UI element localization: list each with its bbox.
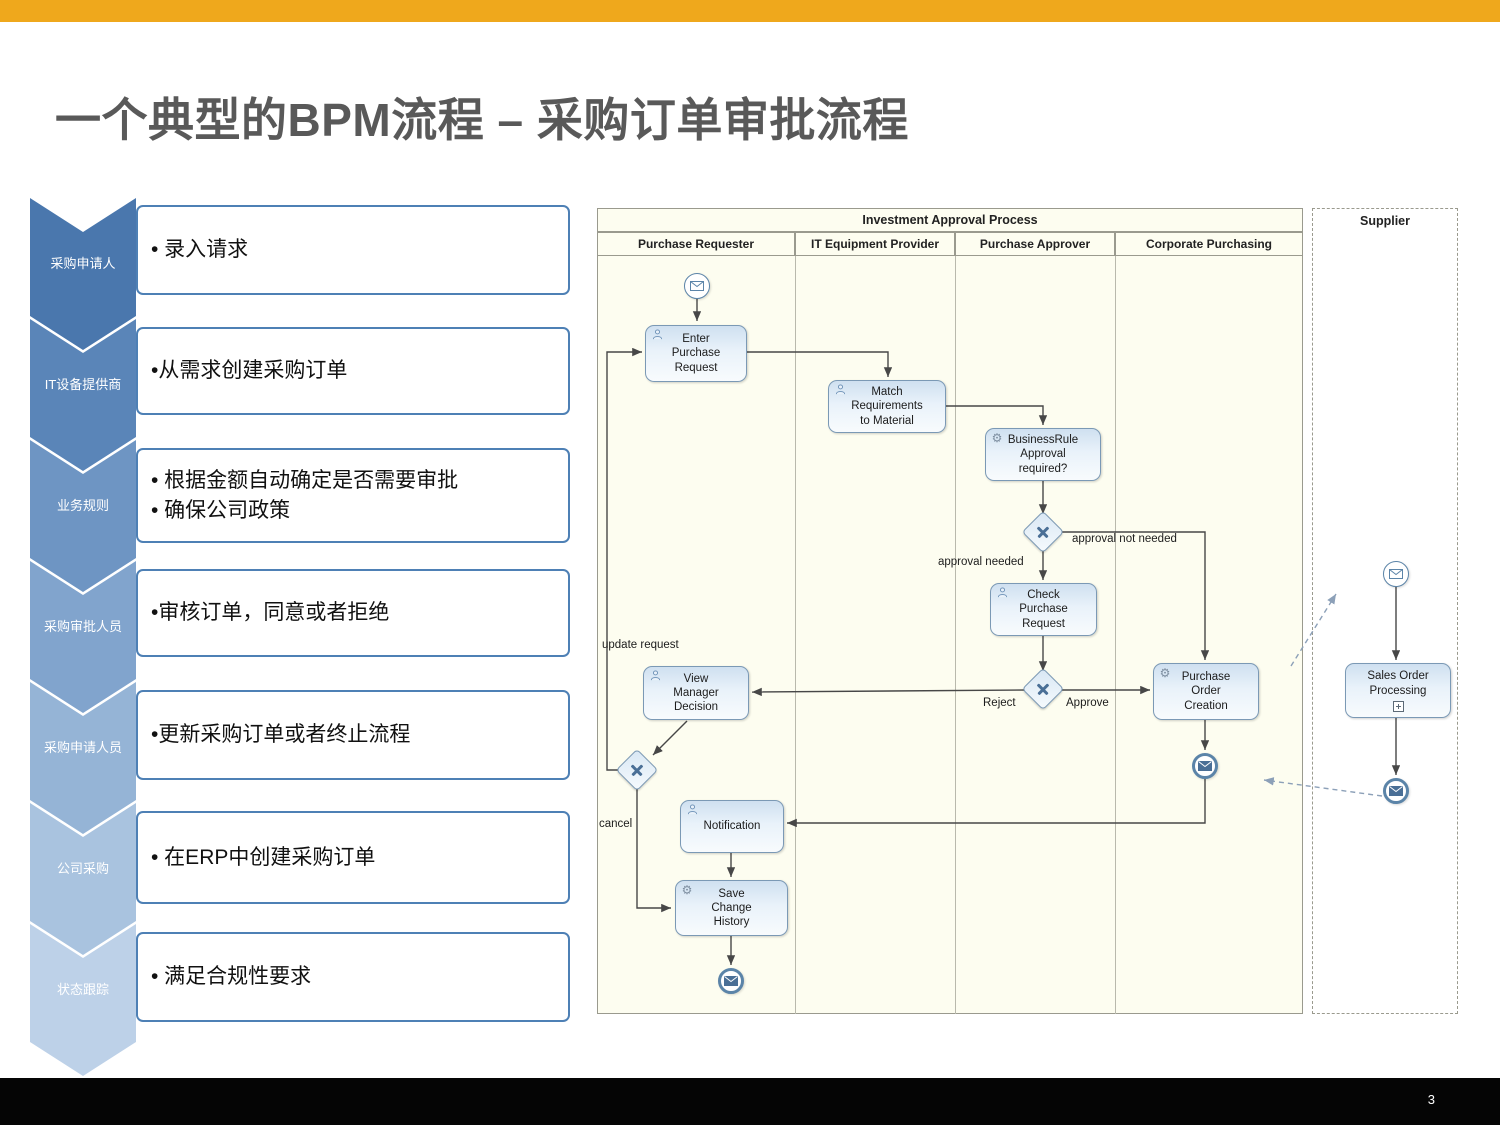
task-save-change-history: ⚙ Save Change History	[675, 880, 788, 936]
lane-divider	[1115, 256, 1116, 1014]
step-role-label: 采购申请人	[50, 256, 116, 272]
accent-top-bar	[0, 0, 1500, 22]
step-role-label: 公司采购	[56, 861, 109, 877]
flow-label-approval-not-needed: approval not needed	[1072, 533, 1177, 545]
step-bullet: • 录入请求	[151, 238, 249, 261]
page-title: 一个典型的BPM流程 – 采购订单审批流程	[55, 94, 909, 146]
step-role-label: 状态跟踪	[56, 982, 109, 998]
envelope-icon	[1389, 786, 1403, 796]
lane-header-corporate-purchasing: Corporate Purchasing	[1115, 232, 1303, 256]
end-event-order-message	[1192, 753, 1218, 779]
pool-title: Investment Approval Process	[597, 208, 1303, 232]
task-businessrule-approval: ⚙ BusinessRule Approval required?	[985, 428, 1101, 481]
user-task-icon	[649, 670, 661, 682]
flow-label-approval-needed: approval needed	[938, 556, 1024, 568]
task-view-manager-decision: View Manager Decision	[643, 666, 749, 720]
lane-divider	[955, 256, 956, 1014]
step-bullet: •更新采购订单或者终止流程	[151, 723, 411, 746]
user-task-icon	[834, 384, 846, 396]
step-bullet: •从需求创建采购订单	[151, 359, 348, 382]
step-chevron-1: 采购申请人	[30, 198, 136, 350]
envelope-icon	[1389, 569, 1403, 579]
step-role-label: 采购申请人员	[43, 740, 122, 756]
task-purchase-order-creation: ⚙ Purchase Order Creation	[1153, 663, 1259, 720]
supplier-start-event	[1383, 561, 1409, 587]
step-chevron-5: 采购申请人员	[30, 682, 136, 834]
step-chevron-6: 公司采购	[30, 803, 136, 955]
gear-icon: ⚙	[991, 431, 1003, 445]
user-task-icon	[686, 804, 698, 816]
gear-icon: ⚙	[1159, 666, 1171, 680]
step-bullet: •审核订单，同意或者拒绝	[151, 601, 390, 624]
lane-header-purchase-requester: Purchase Requester	[597, 232, 795, 256]
footer-bar: 3	[0, 1078, 1500, 1125]
step-role-label: 业务规则	[56, 498, 109, 514]
step-box-5: •更新采购订单或者终止流程	[136, 690, 570, 780]
step-role-label: 采购审批人员	[43, 619, 122, 635]
task-match-requirements: Match Requirements to Material	[828, 380, 946, 433]
page-number: 3	[1427, 1092, 1435, 1107]
lane-divider	[795, 256, 796, 1014]
step-bullet: • 满足合规性要求	[151, 965, 312, 988]
envelope-icon	[690, 281, 704, 291]
step-box-2: •从需求创建采购订单	[136, 327, 570, 415]
step-box-1: • 录入请求	[136, 205, 570, 295]
flow-label-approve: Approve	[1066, 697, 1109, 709]
task-enter-purchase-request: Enter Purchase Request	[645, 325, 747, 382]
step-box-6: • 在ERP中创建采购订单	[136, 811, 570, 904]
step-box-4: •审核订单，同意或者拒绝	[136, 569, 570, 657]
user-task-icon	[651, 329, 663, 341]
task-sales-order-processing: Sales Order Processing	[1345, 663, 1451, 718]
flow-label-update-request: update request	[602, 639, 679, 651]
flow-label-cancel: cancel	[599, 818, 633, 830]
lane-header-it-equipment-provider: IT Equipment Provider	[795, 232, 955, 256]
supplier-end-event	[1383, 778, 1409, 804]
user-task-icon	[996, 587, 1008, 599]
envelope-icon	[724, 976, 738, 986]
envelope-icon	[1198, 761, 1212, 771]
flow-label-reject: Reject	[983, 697, 1016, 709]
step-bullet: • 在ERP中创建采购订单	[151, 845, 376, 869]
supplier-pool	[1312, 208, 1458, 1014]
supplier-pool-title: Supplier	[1359, 214, 1410, 228]
gear-icon: ⚙	[681, 883, 693, 897]
step-box-7: • 满足合规性要求	[136, 932, 570, 1022]
step-box-3: • 根据金额自动确定是否需要审批 • 确保公司政策	[136, 448, 570, 543]
step-chevron-4: 采购审批人员	[30, 561, 136, 713]
task-notification: Notification	[680, 800, 784, 853]
lane-header-purchase-approver: Purchase Approver	[955, 232, 1115, 256]
step-role-label: IT设备提供商	[44, 377, 122, 393]
task-check-purchase-request: Check Purchase Request	[990, 583, 1097, 636]
step-bullet: • 确保公司政策	[151, 498, 291, 522]
step-bullet: • 根据金额自动确定是否需要审批	[151, 468, 459, 492]
end-event-history-message	[718, 968, 744, 994]
subprocess-plus-icon	[1392, 700, 1404, 712]
start-event-message	[684, 273, 710, 299]
